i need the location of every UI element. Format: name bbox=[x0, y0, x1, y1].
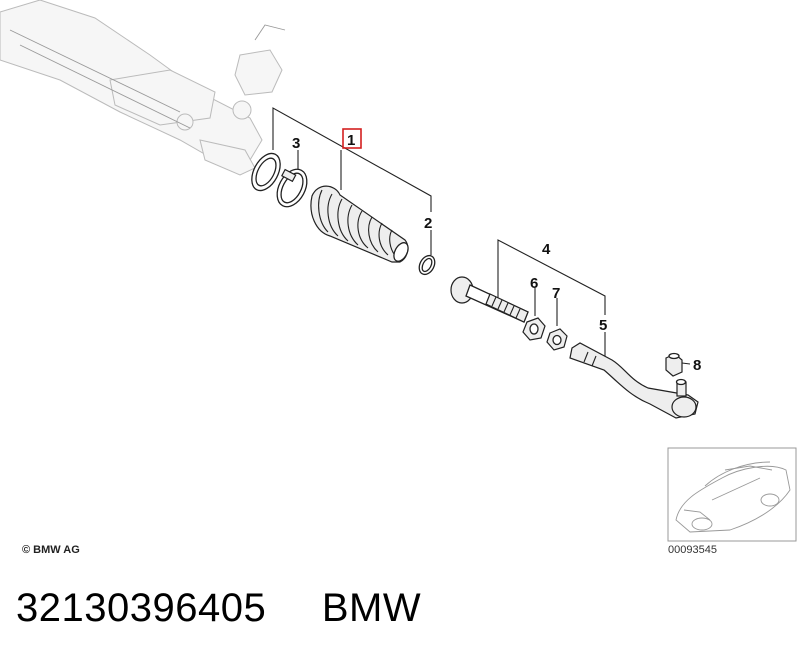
tie-rod-end-5 bbox=[569, 342, 699, 419]
bellows-boot bbox=[310, 185, 409, 263]
callout-8: 8 bbox=[693, 357, 701, 374]
callout-6: 6 bbox=[530, 275, 538, 292]
callout-7: 7 bbox=[552, 285, 560, 302]
part-number: 32130396405 bbox=[16, 586, 267, 630]
copyright-text: © BMW AG bbox=[22, 544, 80, 556]
callout-1: 1 bbox=[347, 132, 355, 149]
image-code: 00093545 bbox=[668, 544, 717, 556]
callout-leaders-group-4 bbox=[497, 239, 691, 365]
callout-labels: 1 2 3 4 5 6 7 8 bbox=[292, 128, 701, 374]
lock-nut-6 bbox=[522, 317, 546, 341]
callout-leaders-group-1 bbox=[272, 107, 432, 255]
callout-2: 2 bbox=[424, 215, 432, 232]
brand-name: BMW bbox=[321, 586, 422, 630]
self-locking-nut-8 bbox=[665, 352, 683, 377]
inner-tie-rod bbox=[450, 276, 529, 323]
callout-3: 3 bbox=[292, 135, 300, 152]
hose-clamp-3 bbox=[276, 168, 308, 208]
callout-1-highlight-box bbox=[342, 128, 362, 149]
callout-4: 4 bbox=[542, 241, 551, 258]
car-thumbnail bbox=[667, 447, 797, 542]
part-caption: 32130396405 BMW bbox=[16, 586, 421, 631]
callout-5: 5 bbox=[599, 317, 607, 334]
steering-gear-housing bbox=[0, 0, 286, 176]
small-clamp-2 bbox=[418, 254, 436, 276]
nut-7 bbox=[546, 328, 568, 351]
sealing-ring bbox=[251, 152, 281, 192]
